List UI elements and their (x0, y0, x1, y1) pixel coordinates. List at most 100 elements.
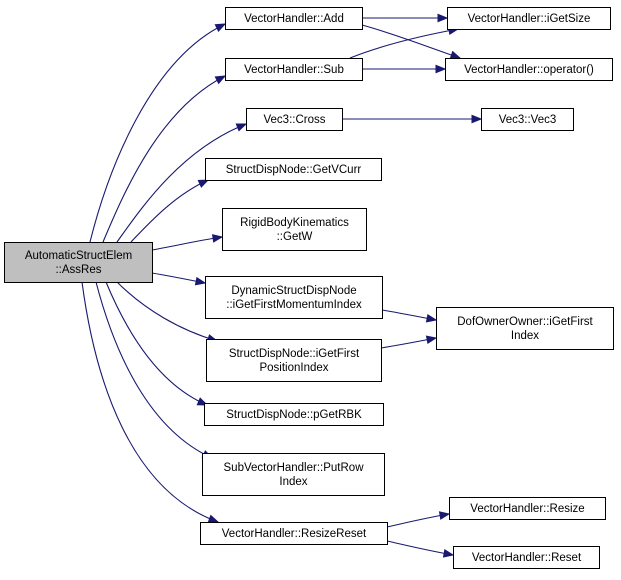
edge-line (130, 179, 209, 243)
edge-root-to-vh_sub (102, 75, 227, 243)
node-label-line: VectorHandler::operator() (464, 64, 594, 76)
edge-line (386, 540, 454, 556)
node-vh-reset[interactable]: VectorHandler::Reset (453, 546, 600, 569)
edge-vh_sub-to-vh_igetsize (349, 26, 460, 59)
node-label-line: StructDispNode::pGetRBK (226, 409, 362, 421)
node-label-line: AutomaticStructElem (25, 250, 132, 262)
edge-line (361, 24, 461, 59)
edge-line (89, 23, 226, 243)
node-box[interactable] (246, 108, 343, 131)
node-vh-add[interactable]: VectorHandler::Add (225, 7, 363, 30)
edge-arrowhead (425, 313, 438, 323)
node-vh-resizereset[interactable]: VectorHandler::ResizeReset (200, 522, 388, 545)
node-box[interactable] (205, 276, 383, 319)
node-dsdn-igetfmi[interactable]: DynamicStructDispNode::iGetFirstMomentum… (205, 276, 383, 319)
node-label-line: VectorHandler::Sub (244, 64, 344, 76)
edge-root-to-svh_putrowindex (95, 281, 214, 459)
node-vec3-cross[interactable]: Vec3::Cross (246, 108, 343, 131)
node-box[interactable] (225, 7, 363, 30)
edge-arrowhead (194, 276, 207, 286)
node-box[interactable] (222, 208, 367, 251)
node-box[interactable] (481, 108, 574, 131)
edge-root-to-rbk_getw (151, 234, 224, 251)
edge-arrowhead (214, 23, 227, 33)
edge-root-to-vh_resizereset (81, 281, 220, 523)
edge-root-to-vec3_cross (116, 123, 248, 243)
node-label-line: RigidBodyKinematics (240, 217, 349, 229)
node-label-line: ::iGetFirstMomentumIndex (226, 299, 362, 311)
node-vh-resize[interactable]: VectorHandler::Resize (449, 497, 606, 520)
node-root[interactable]: AutomaticStructElem::AssRes (4, 242, 153, 283)
edge-arrowhead (442, 549, 455, 558)
node-vh-sub[interactable]: VectorHandler::Sub (225, 58, 363, 81)
edge-arrowhead (214, 75, 227, 85)
edge-line (151, 236, 223, 251)
node-box[interactable] (447, 7, 611, 30)
edge-arrowhead (435, 64, 447, 74)
node-box[interactable] (436, 307, 614, 350)
node-box[interactable] (225, 58, 363, 81)
node-label-line: ::AssRes (55, 264, 101, 276)
node-label-line: VectorHandler::Add (244, 13, 344, 25)
edge-arrowhead (449, 50, 462, 60)
node-label-line: DofOwnerOwner::iGetFirst (457, 316, 593, 328)
edge-line (95, 281, 213, 459)
node-label-line: SubVectorHandler::PutRow (224, 462, 365, 474)
edge-arrowhead (425, 335, 438, 345)
edge-dsdn_igetfmi-to-doo_igetfirstindex (381, 309, 438, 323)
node-sdn-getvcurr[interactable]: StructDispNode::GetVCurr (205, 158, 382, 181)
edge-arrowhead (437, 13, 449, 23)
node-box[interactable] (204, 403, 384, 426)
node-label-line: Index (511, 330, 539, 342)
edge-root-to-dsdn_igetfmi (151, 272, 207, 286)
edge-vh_resizereset-to-vh_resize (386, 511, 451, 528)
node-vh-igetsize[interactable]: VectorHandler::iGetSize (447, 7, 611, 30)
node-box[interactable] (449, 497, 606, 520)
node-label-line: VectorHandler::iGetSize (468, 13, 591, 25)
node-label-line: VectorHandler::Resize (470, 503, 584, 515)
edge-line (81, 281, 219, 523)
edge-arrowhead (197, 179, 210, 188)
node-box[interactable] (202, 453, 385, 496)
node-vec3-vec3[interactable]: Vec3::Vec3 (481, 108, 574, 131)
node-label-line: VectorHandler::Reset (472, 552, 582, 564)
edge-line (116, 123, 247, 243)
node-label-line: ::GetW (277, 231, 313, 243)
node-label-line: Vec3::Cross (264, 114, 326, 126)
node-box[interactable] (4, 242, 153, 283)
node-box[interactable] (445, 58, 613, 81)
node-label-line: DynamicStructDispNode (231, 285, 356, 297)
edge-line (105, 281, 208, 406)
node-box[interactable] (206, 339, 382, 382)
edge-vh_add-to-vh_operator (361, 24, 462, 60)
edge-arrowhead (438, 511, 451, 520)
node-sdn-pgetrbk[interactable]: StructDispNode::pGetRBK (204, 403, 384, 426)
node-rbk-getw[interactable]: RigidBodyKinematics::GetW (222, 208, 367, 251)
edge-vh_sub-to-vh_operator (362, 64, 447, 74)
edge-arrowhead (471, 114, 483, 124)
node-label-line: Vec3::Vec3 (499, 114, 557, 126)
node-label-line: PositionIndex (259, 362, 328, 374)
edge-root-to-sdn_getvcurr (130, 179, 210, 243)
edge-root-to-vh_add (89, 23, 227, 243)
node-box[interactable] (205, 158, 382, 181)
edge-vh_add-to-vh_igetsize (362, 13, 449, 23)
edge-line (349, 28, 459, 59)
nodes-layer: AutomaticStructElem::AssResVectorHandler… (4, 7, 614, 569)
edge-line (102, 75, 226, 243)
edge-line (116, 281, 218, 342)
edge-arrowhead (235, 123, 248, 132)
node-box[interactable] (453, 546, 600, 569)
edge-arrowhead (211, 234, 224, 243)
edge-sdn_igetfpi-to-doo_igetfirstindex (380, 335, 438, 349)
node-vh-operator[interactable]: VectorHandler::operator() (445, 58, 613, 81)
edge-arrowhead (207, 514, 220, 523)
node-box[interactable] (200, 522, 388, 545)
node-label-line: StructDispNode::iGetFirst (229, 348, 360, 360)
edges-layer (81, 13, 483, 558)
node-label-line: Index (279, 476, 307, 488)
